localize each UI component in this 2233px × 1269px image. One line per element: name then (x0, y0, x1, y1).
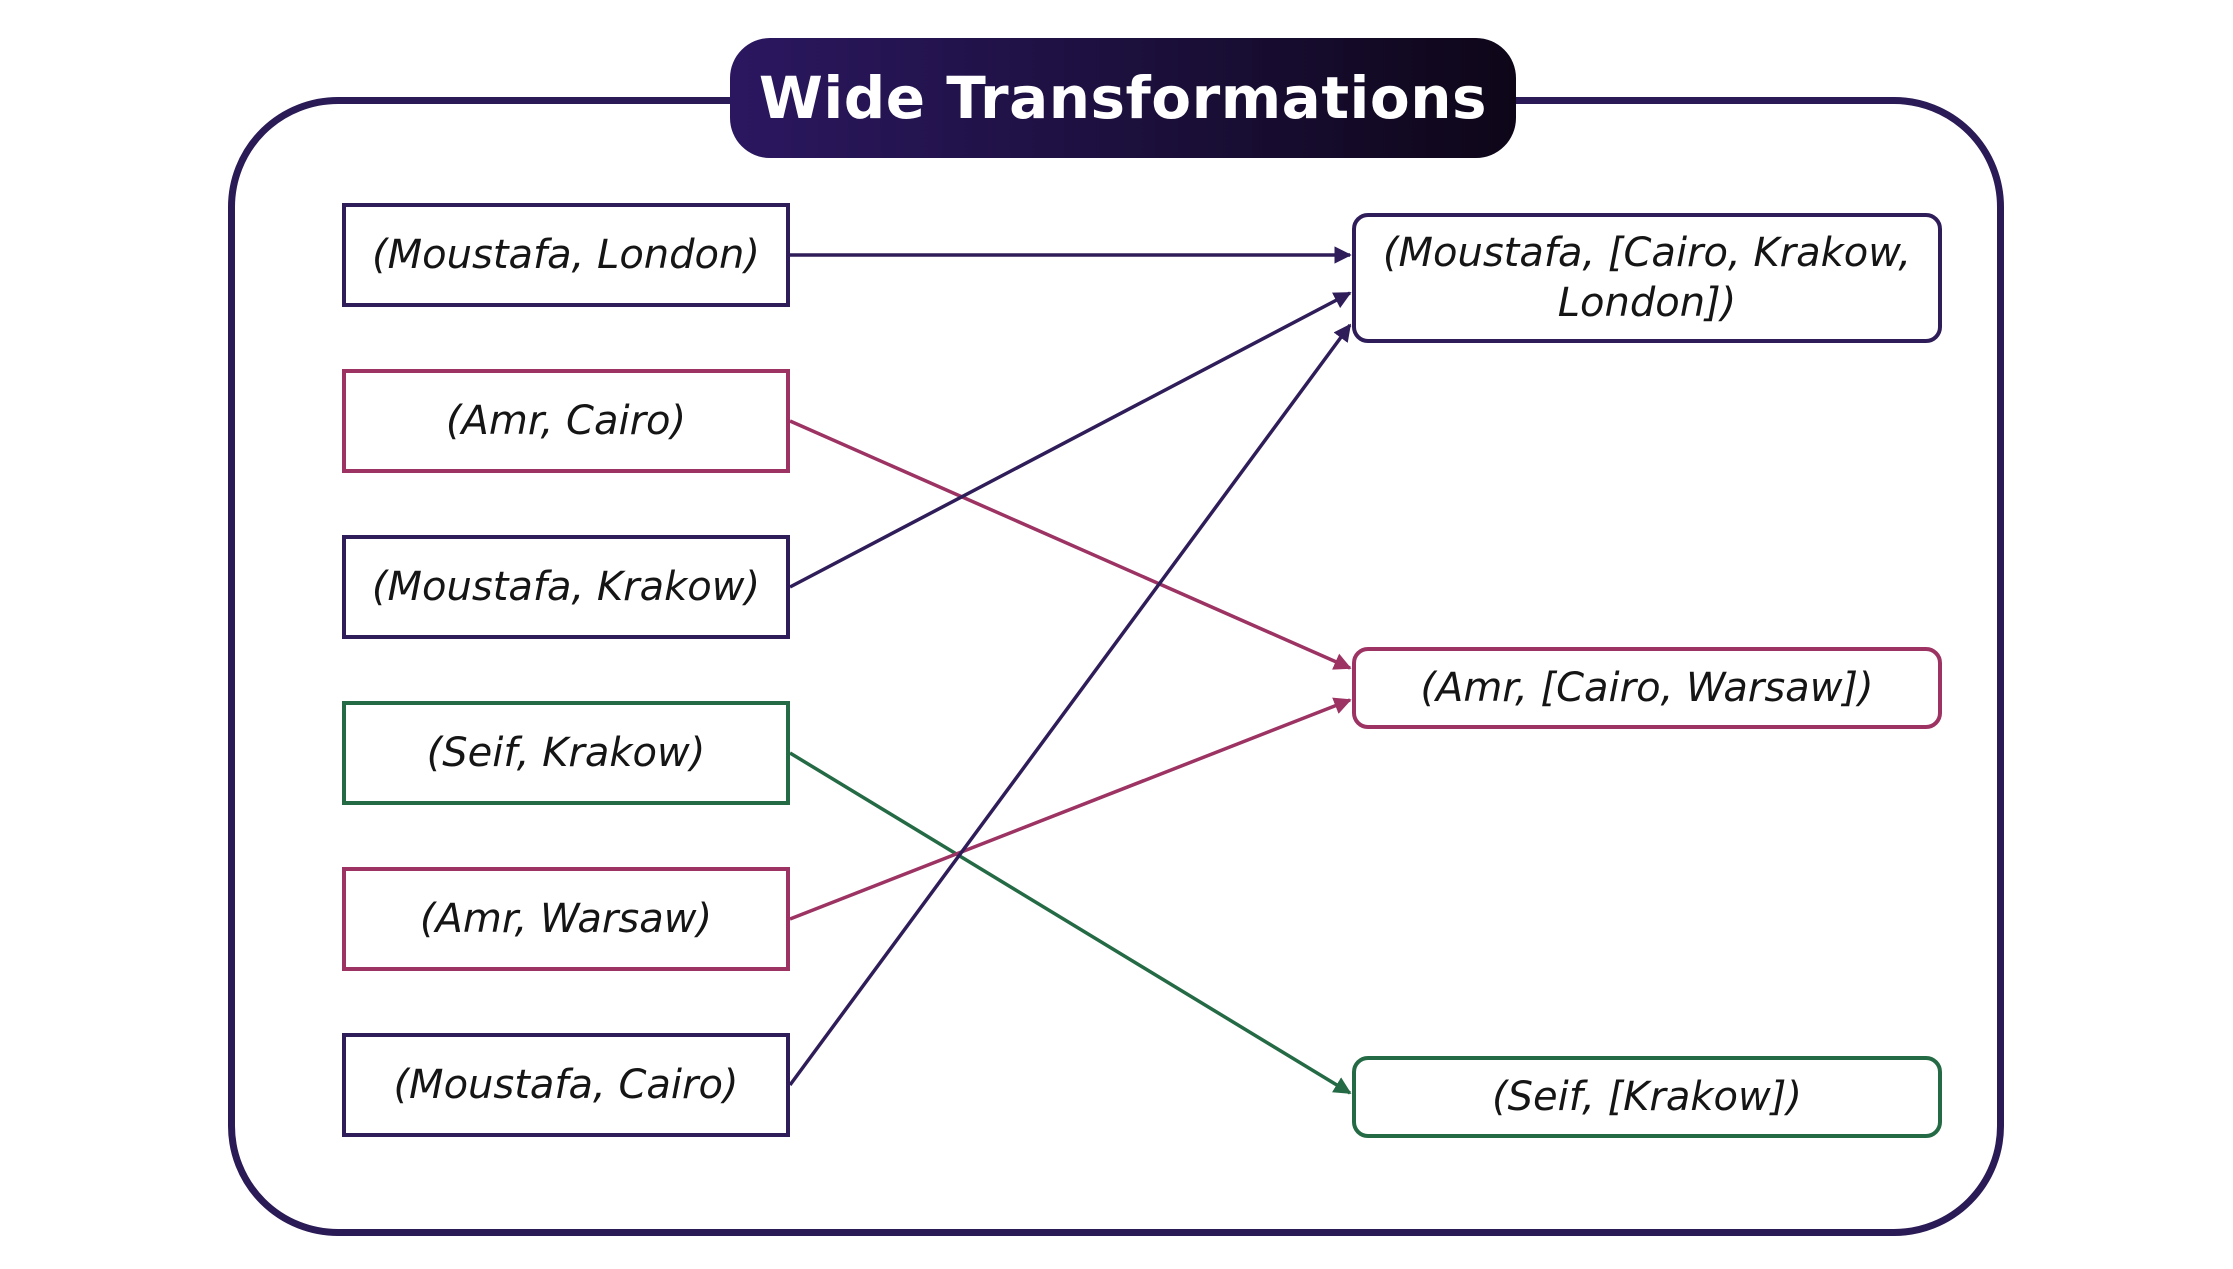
input-node-moustafa-krakow: (Moustafa, Krakow) (342, 535, 790, 639)
output-node-moustafa: (Moustafa, [Cairo, Krakow, London]) (1352, 213, 1942, 343)
edge-arrow-4 (789, 697, 1352, 921)
diagram-title: Wide Transformations (730, 38, 1516, 158)
input-node-seif-krakow: (Seif, Krakow) (342, 701, 790, 805)
output-node-seif: (Seif, [Krakow]) (1352, 1056, 1942, 1138)
edge-arrow-1 (789, 419, 1352, 670)
input-node-moustafa-cairo: (Moustafa, Cairo) (342, 1033, 790, 1137)
edge-arrow-2 (789, 291, 1352, 589)
output-node-amr: (Amr, [Cairo, Warsaw]) (1352, 647, 1942, 729)
edge-arrow-3 (789, 751, 1352, 1095)
input-node-amr-cairo: (Amr, Cairo) (342, 369, 790, 473)
input-node-amr-warsaw: (Amr, Warsaw) (342, 867, 790, 971)
edge-arrow-5 (788, 323, 1352, 1087)
input-node-moustafa-london: (Moustafa, London) (342, 203, 790, 307)
